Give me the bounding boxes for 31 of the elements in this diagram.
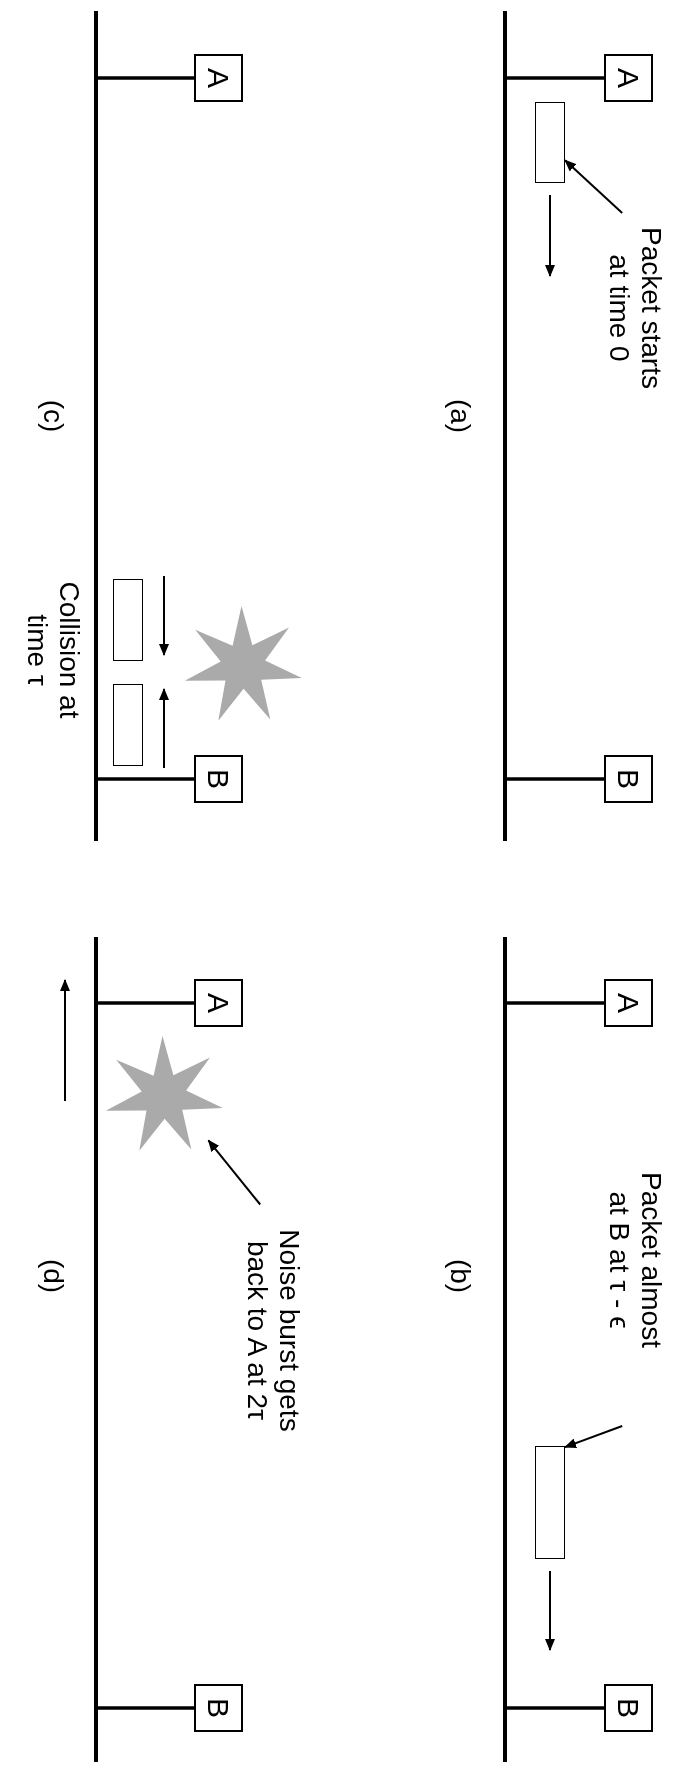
leader-arrow	[564, 159, 624, 214]
station-tap-line	[507, 777, 604, 781]
station-tap-line	[98, 76, 194, 80]
callout-text: Packet almost at B at τ - ϵ	[602, 1160, 667, 1360]
station-box: A	[194, 54, 243, 102]
packet-box	[113, 579, 143, 661]
station-box: B	[194, 1684, 243, 1732]
station-box: A	[604, 54, 653, 102]
station-tap-line	[98, 1001, 194, 1005]
station-tap-line	[507, 1706, 604, 1710]
packet-box	[535, 1446, 565, 1559]
station-tap-line	[98, 777, 194, 781]
packet-box	[113, 684, 143, 766]
packet-box	[535, 102, 565, 183]
station-tap-line	[98, 1706, 194, 1710]
station-box: A	[194, 979, 243, 1027]
panel-label: (c)	[37, 398, 69, 435]
leader-arrow	[207, 1139, 262, 1206]
panel-label: (d)	[37, 1257, 69, 1296]
station-box: B	[604, 1684, 653, 1732]
panel-label: (a)	[444, 397, 476, 436]
callout-text: Noise burst gets back to A at 2τ	[240, 1218, 305, 1443]
station-tap-line	[507, 76, 604, 80]
caption-text: Collision at time τ	[20, 580, 85, 721]
station-box: B	[604, 755, 653, 803]
panel-label: (b)	[444, 1257, 476, 1296]
station-box: A	[604, 979, 653, 1027]
callout-text: Packet starts at time 0	[602, 213, 667, 403]
leader-arrow	[564, 1425, 624, 1449]
station-tap-line	[507, 1001, 604, 1005]
station-box: B	[194, 755, 243, 803]
